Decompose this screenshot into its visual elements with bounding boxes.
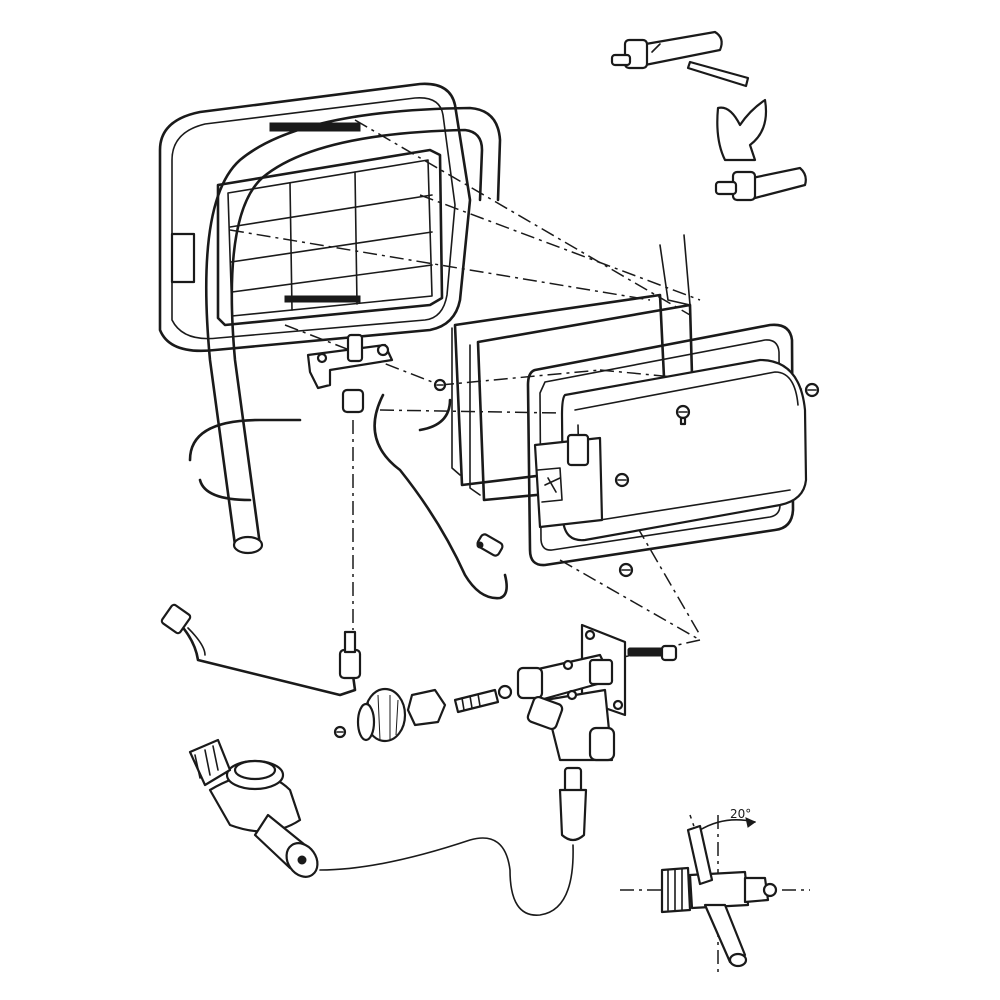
- angle-label: 20°: [730, 807, 751, 821]
- valve-angle-detail: 20°: [620, 807, 810, 975]
- grille-slot: [284, 295, 361, 303]
- lead-connector: [476, 533, 504, 557]
- pipe-nut: [338, 648, 362, 680]
- burner-unit: [526, 323, 808, 567]
- regulator-inlet: [188, 738, 232, 787]
- pressure-regulator: [188, 738, 319, 878]
- pilot-bracket: [306, 333, 394, 414]
- tubular-frame: [188, 106, 502, 555]
- injector-nozzle: [453, 684, 513, 714]
- piezo-igniter: [714, 166, 807, 202]
- side-bracket: [170, 232, 196, 284]
- thermocouple-nut: [341, 388, 365, 414]
- pilot-burner: [346, 333, 364, 363]
- frame-foot-cap: [232, 535, 264, 555]
- bracket-screw: [376, 343, 390, 357]
- protective-grille: [216, 148, 444, 327]
- thermocouple-lead: [373, 393, 508, 600]
- pipe-nipple: [343, 630, 357, 654]
- gas-supply-pipe: [160, 603, 362, 697]
- control-knob: [333, 687, 407, 743]
- piezo-button: [558, 766, 588, 842]
- screws: [433, 378, 820, 578]
- bracket-screw-2: [316, 352, 328, 364]
- ignition-tube-assembly: [610, 30, 723, 70]
- ignition-lead: [319, 837, 574, 916]
- valve-outlet: [588, 726, 616, 762]
- retaining-clip: [716, 98, 768, 162]
- spade-terminal: [686, 60, 750, 88]
- reflector-housing: [158, 82, 472, 353]
- top-handle-slot: [269, 122, 361, 132]
- hex-nut: [406, 688, 447, 727]
- gas-valve-assembly: [516, 623, 678, 762]
